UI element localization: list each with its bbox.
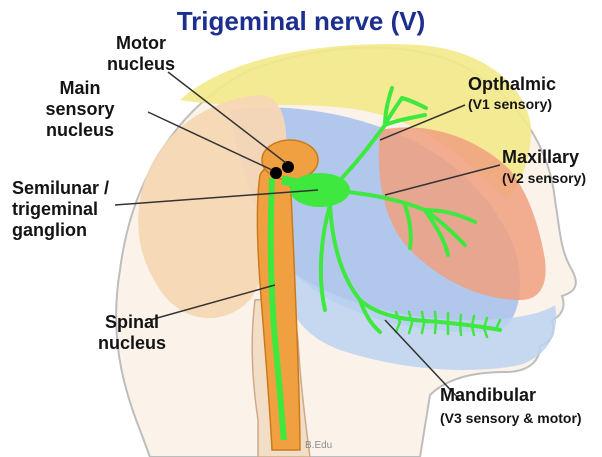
main-sensory-line-3: nucleus bbox=[30, 120, 130, 141]
opthalmic-sublabel: (V1 sensory) bbox=[468, 96, 552, 112]
spinal-nucleus-label: Spinal nucleus bbox=[92, 312, 172, 354]
main-sensory-nucleus-label: Main sensory nucleus bbox=[30, 78, 130, 141]
diagram-title: Trigeminal nerve (V) bbox=[150, 6, 452, 37]
main-sensory-line-1: Main bbox=[30, 78, 130, 99]
main-sensory-line-2: sensory bbox=[30, 99, 130, 120]
credit-watermark: B.Edu bbox=[305, 440, 332, 451]
motor-nucleus-label: Motor nucleus bbox=[96, 33, 186, 75]
motor-nucleus-line-1: Motor bbox=[96, 33, 186, 54]
mandibular-label: Mandibular bbox=[440, 385, 536, 406]
maxillary-label: Maxillary bbox=[502, 147, 579, 168]
spinal-line-1: Spinal bbox=[92, 312, 172, 333]
maxillary-sublabel: (V2 sensory) bbox=[502, 170, 586, 186]
mandibular-sublabel: (V3 sensory & motor) bbox=[440, 410, 582, 426]
spinal-line-2: nucleus bbox=[92, 333, 172, 354]
motor-nucleus-dot bbox=[282, 161, 294, 173]
semilunar-line-1: Semilunar / bbox=[12, 178, 122, 199]
motor-nucleus-line-2: nucleus bbox=[96, 54, 186, 75]
opthalmic-label: Opthalmic bbox=[468, 74, 556, 95]
semilunar-line-3: ganglion bbox=[12, 220, 122, 241]
semilunar-ganglion-label: Semilunar / trigeminal ganglion bbox=[12, 178, 122, 241]
semilunar-line-2: trigeminal bbox=[12, 199, 122, 220]
main-sensory-nucleus-dot bbox=[270, 167, 282, 179]
